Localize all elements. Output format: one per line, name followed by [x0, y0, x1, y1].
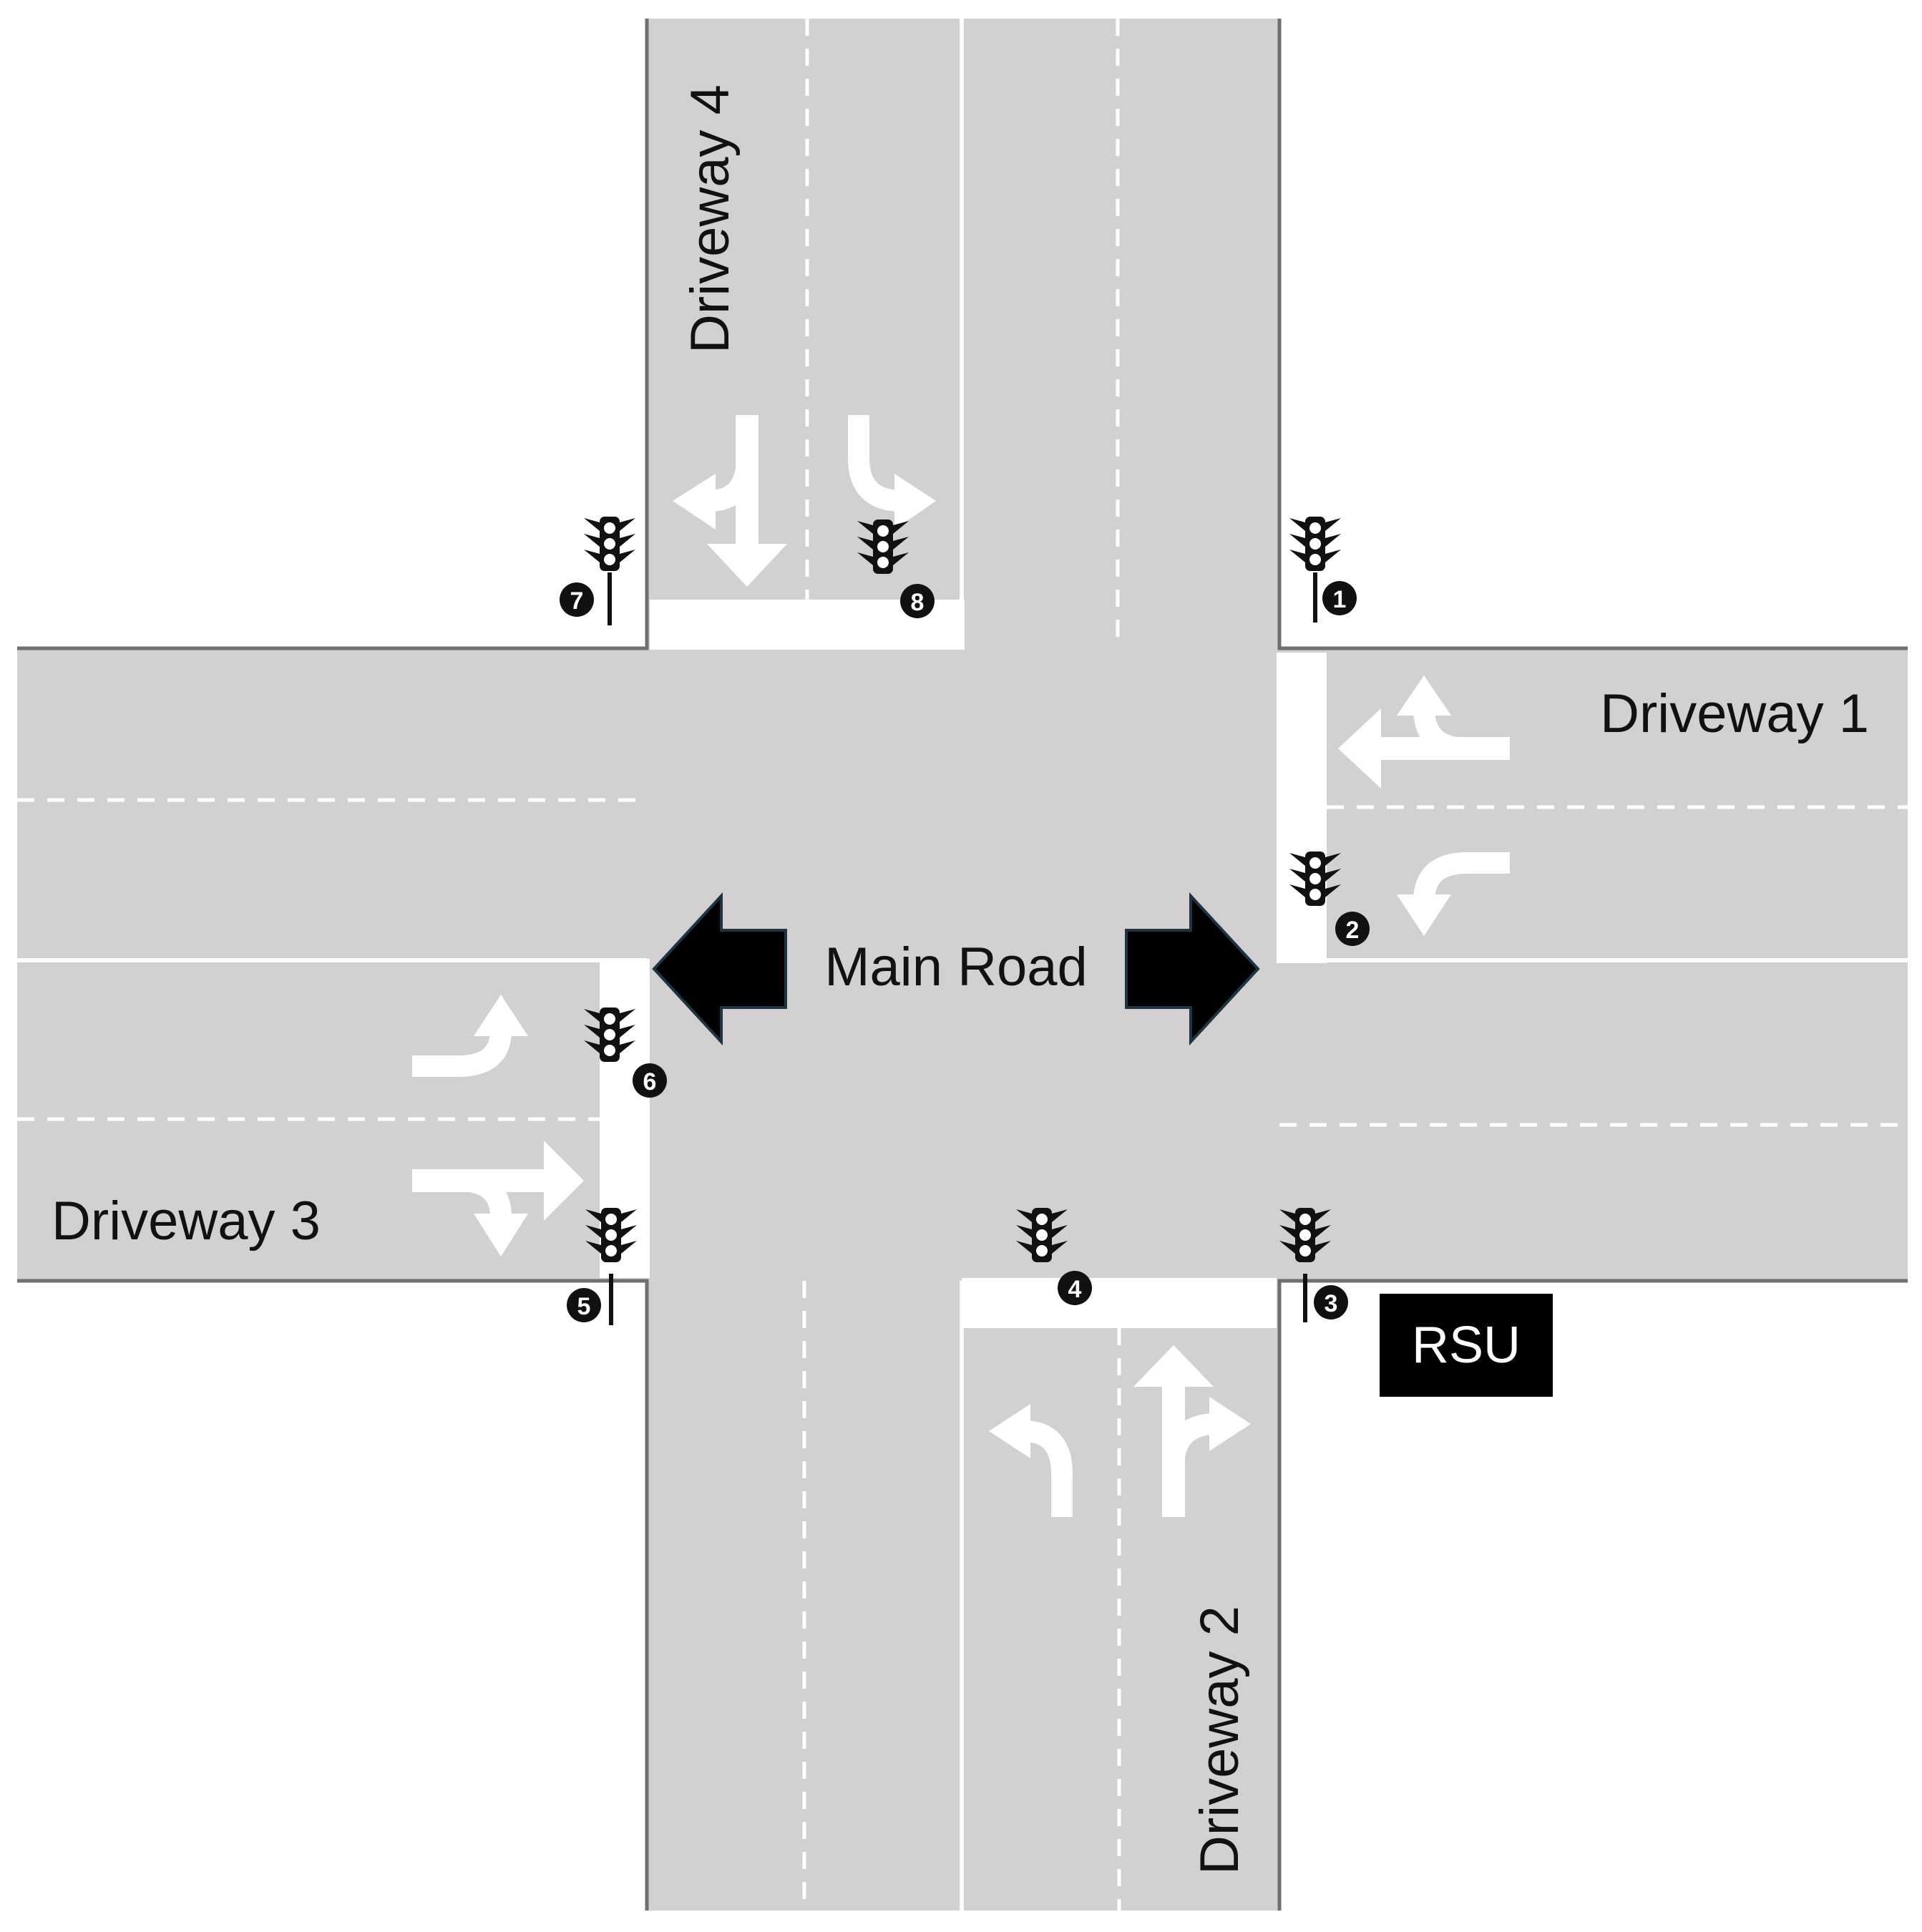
driveway-4-label: Driveway 4 [680, 84, 741, 353]
traffic-signal-1: 1 [1289, 517, 1357, 623]
signal-number: 3 [1325, 1290, 1338, 1317]
main-road-label: Main Road [824, 937, 1088, 997]
lane-arrow-icon [1338, 675, 1510, 789]
center-lines [17, 19, 1908, 1911]
lane-arrow-icon [1397, 852, 1510, 936]
lane-arrow-icon [412, 995, 528, 1077]
signal-number: 8 [911, 589, 925, 616]
signal-number: 5 [577, 1293, 591, 1320]
traffic-signal-3: 3 [1279, 1208, 1348, 1322]
driveway-3-label: Driveway 3 [52, 1191, 321, 1252]
traffic-signal-2: 2 [1289, 852, 1370, 946]
traffic-signal-6: 6 [584, 1008, 667, 1098]
signal-number: 4 [1068, 1276, 1082, 1303]
driveway-1-label: Driveway 1 [1600, 683, 1869, 744]
lane-arrow-icon [1133, 1345, 1251, 1517]
traffic-signal-8: 8 [857, 519, 935, 618]
double-arrow-icon [652, 892, 1260, 1046]
traffic-light-icon [1289, 517, 1341, 571]
traffic-signal-5: 5 [567, 1208, 637, 1325]
traffic-light-icon [584, 517, 635, 571]
lane-arrow-icon [848, 415, 936, 530]
signal-number: 2 [1346, 917, 1360, 944]
lane-arrow-icon [989, 1404, 1073, 1517]
signal-number: 7 [570, 587, 584, 615]
road-edges [17, 19, 1908, 1911]
rsu-box: RSU [1380, 1294, 1553, 1397]
lane-dividers [17, 19, 1908, 1911]
rsu-label: RSU [1412, 1317, 1521, 1374]
lane-arrow-icon [412, 1141, 584, 1257]
signal-number: 1 [1333, 586, 1347, 613]
lane-arrow-icon [673, 415, 787, 587]
driveway-2-label: Driveway 2 [1189, 1606, 1250, 1875]
traffic-signal-4: 4 [1016, 1208, 1092, 1305]
signal-number: 6 [643, 1068, 657, 1096]
traffic-signal-7: 7 [560, 517, 635, 625]
